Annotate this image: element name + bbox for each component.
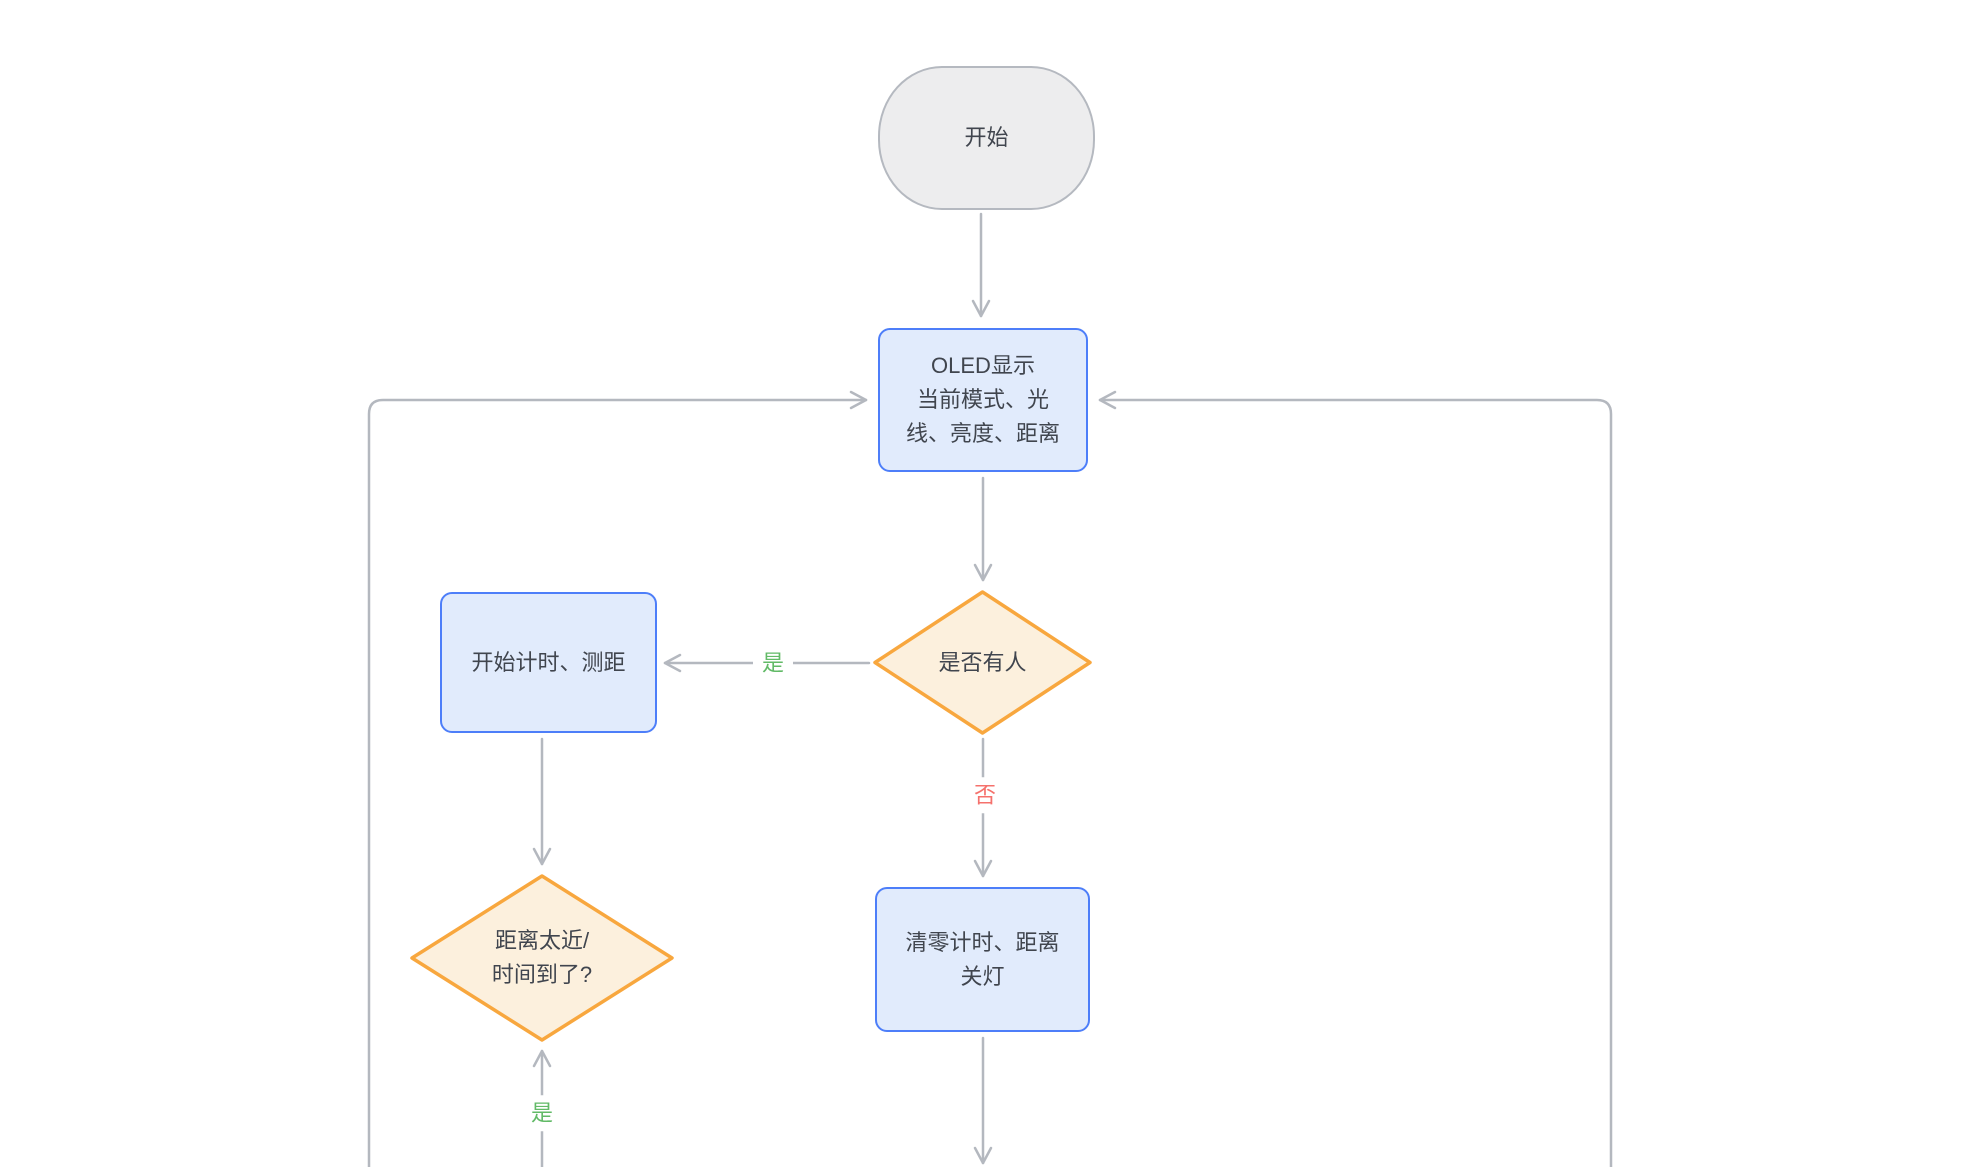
edge-label-no-presence: 否: [964, 777, 1006, 813]
presence-decision-label: 是否有人: [938, 649, 1027, 675]
start-timing-process-node: 开始计时、测距: [440, 592, 657, 733]
distance-time-decision-label: 距离太近/ 时间到了?: [491, 927, 593, 987]
distance-diamond-shape: [410, 874, 674, 1042]
start-terminal-node: 开始: [878, 66, 1095, 210]
oled-display-process-node: OLED显示 当前模式、光 线、亮度、距离: [878, 328, 1088, 472]
edge-label-yes-presence: 是: [752, 645, 794, 681]
edge-loop-left-to-oled: [367, 390, 868, 1167]
edge-label-yes-distance: 是: [521, 1095, 563, 1131]
presence-diamond-shape: [873, 590, 1092, 735]
reset-turnoff-process-node: 清零计时、距离 关灯: [875, 887, 1090, 1032]
edge-loop-right-to-oled: [1098, 390, 1613, 1167]
